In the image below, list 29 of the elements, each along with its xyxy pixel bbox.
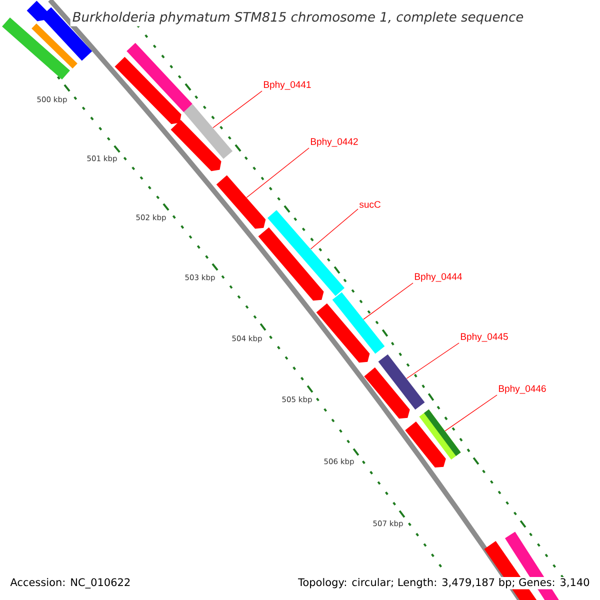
- gene-label: Bphy_0446: [499, 384, 546, 394]
- gene-label: Bphy_0444: [415, 272, 462, 282]
- gene-block: [364, 367, 410, 419]
- gene-bar: [183, 104, 233, 159]
- gene-label: sucC: [359, 201, 380, 208]
- leader-line: [212, 90, 262, 128]
- gene-bar: [378, 354, 425, 410]
- gene-block: [405, 422, 446, 468]
- gene-label: Bphy_0442: [310, 138, 358, 147]
- gene-bar: [32, 24, 78, 69]
- gene-bar: [126, 42, 192, 112]
- gene-bar: [267, 210, 345, 296]
- leader-line: [310, 208, 358, 250]
- gene-label: Bphy_0445: [461, 332, 508, 342]
- leader-line: [363, 282, 414, 320]
- accession-text: Accession: NC_010622: [9, 577, 132, 590]
- gene-bar: [2, 17, 70, 80]
- leader-line: [444, 394, 498, 432]
- gene-block: [258, 227, 324, 301]
- leader-line: [406, 342, 460, 379]
- gene-block: [316, 303, 370, 363]
- gene-block: [114, 56, 182, 124]
- summary-text: Topology: circular; Length: 3,479,187 bp; Genes: 3,140: [297, 577, 591, 590]
- leader-line: [246, 148, 310, 198]
- title: Burkholderia phymatum STM815 chromosome 1, complete sequence: [70, 10, 526, 26]
- gene-block: [170, 120, 222, 172]
- gene-block: [216, 175, 266, 229]
- gene-bar: [332, 292, 385, 354]
- gene-label: Bphy_0441: [264, 80, 311, 90]
